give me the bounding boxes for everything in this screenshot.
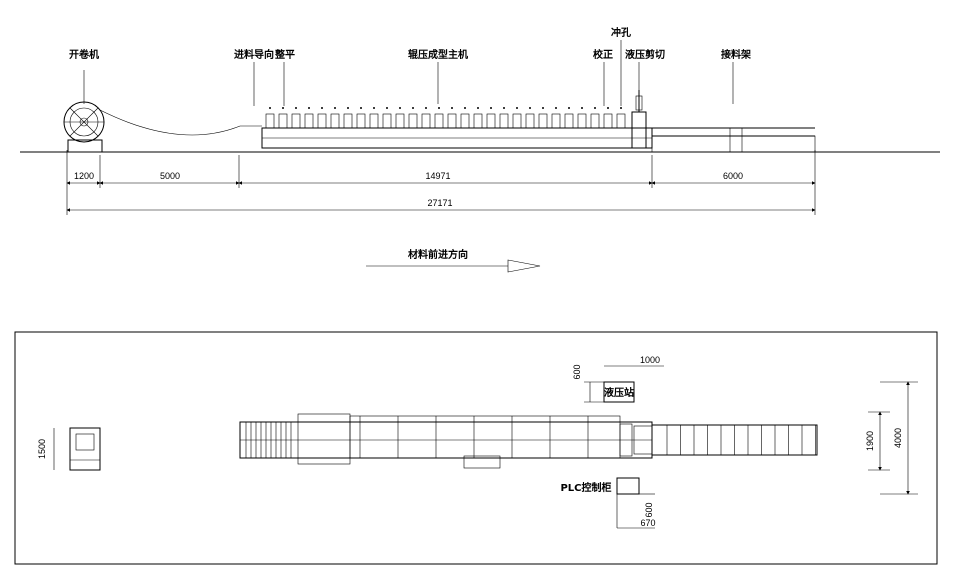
roller-stand [278, 113, 288, 129]
label-receiving-rack: 接料架 [721, 48, 751, 61]
main-machine [261, 90, 653, 149]
label-punch: 冲孔 [611, 26, 631, 39]
roller-dot [516, 107, 518, 109]
roller-dot [451, 107, 453, 109]
roller-dot [581, 107, 583, 109]
label-plc-cabinet: PLC控制柜 [560, 481, 611, 494]
label-hydraulic-cut: 液压剪切 [625, 48, 665, 61]
roller-stand [512, 113, 522, 129]
roller-stand [564, 113, 574, 129]
roller-stand [265, 113, 275, 129]
plan-view: 1500 1000 600 液压站 [14, 331, 938, 565]
dim-plc-width: 670 [640, 518, 655, 528]
roller-stand [369, 113, 379, 129]
roller-stand [291, 113, 301, 129]
roller-dot [321, 107, 323, 109]
strip [99, 109, 262, 136]
roller-dot [542, 107, 544, 109]
decoiler-plan: 1500 [37, 427, 101, 471]
dim-4000: 4000 [893, 428, 903, 448]
roller-stand [408, 113, 418, 129]
roller-dot [334, 107, 336, 109]
roller-dot [594, 107, 596, 109]
elevation-view: 开卷机 进料导向 整平 辊压成型主机 冲孔 校正 液压剪切 接料架 1200 5… [20, 26, 940, 273]
dim-14971: 14971 [425, 171, 450, 181]
right-dimensions: 1900 4000 [865, 381, 918, 495]
dim-hs-height: 600 [572, 364, 582, 379]
roller-dot [464, 107, 466, 109]
roller-dot [295, 107, 297, 109]
dim-total: 27171 [427, 198, 452, 208]
dim-5000: 5000 [160, 171, 180, 181]
rack-plan [651, 424, 818, 456]
plan-border [14, 331, 938, 565]
label-roll-former: 辊压成型主机 [408, 48, 468, 61]
roller-dot [425, 107, 427, 109]
roller-dot [477, 107, 479, 109]
roller-dot [373, 107, 375, 109]
roller-dot [438, 107, 440, 109]
roller-dot [607, 107, 609, 109]
roller-stand [486, 113, 496, 129]
hydraulic-station: 1000 600 液压站 [572, 355, 664, 403]
roller-stand [343, 113, 353, 129]
dim-1900: 1900 [865, 431, 875, 451]
roller-stand [551, 113, 561, 129]
roller-dot [282, 107, 284, 109]
plc-cabinet: PLC控制柜 600 670 [560, 477, 656, 529]
roller-dot [347, 107, 349, 109]
roller-stand [395, 113, 405, 129]
label-direction: 材料前进方向 [408, 248, 468, 261]
roller-stand [473, 113, 483, 129]
dim-6000: 6000 [723, 171, 743, 181]
label-leveling: 整平 [274, 48, 295, 61]
roller-stand [356, 113, 366, 129]
dim-plc-height: 600 [644, 502, 654, 517]
roller-dot [620, 107, 622, 109]
roller-stand [421, 113, 431, 129]
roller-stand [616, 113, 626, 129]
label-hydraulic-station: 液压站 [604, 386, 634, 399]
roller-dot [399, 107, 401, 109]
decoiler [63, 70, 105, 153]
roller-dot [308, 107, 310, 109]
roller-stand [460, 113, 470, 129]
roller-dot [490, 107, 492, 109]
roller-stand [499, 113, 509, 129]
dim-1200: 1200 [74, 171, 94, 181]
roller-dot [568, 107, 570, 109]
roller-dot [529, 107, 531, 109]
machine-plan [239, 413, 653, 469]
roller-stand [447, 113, 457, 129]
roller-stand [525, 113, 535, 129]
roller-dot [386, 107, 388, 109]
roller-dot [269, 107, 271, 109]
roller-dot [503, 107, 505, 109]
roller-stand [434, 113, 444, 129]
roller-dot [555, 107, 557, 109]
label-straighten: 校正 [593, 48, 613, 61]
roller-stand [538, 113, 548, 129]
roller-stand [304, 113, 314, 129]
roller-stand [330, 113, 340, 129]
roller-stand [317, 113, 327, 129]
roller-dot [412, 107, 414, 109]
dimension-row: 1200 5000 14971 6000 27171 [66, 150, 816, 215]
dim-1500: 1500 [37, 439, 47, 459]
direction-arrow: 材料前进方向 [366, 248, 541, 273]
roller-dot [360, 107, 362, 109]
dim-hs-width: 1000 [640, 355, 660, 365]
label-decoiler: 开卷机 [69, 48, 99, 61]
roller-stand [603, 113, 613, 129]
label-feed-guide: 进料导向 [234, 48, 274, 61]
roller-stand [577, 113, 587, 129]
roller-stand [590, 113, 600, 129]
roller-stand [382, 113, 392, 129]
receiving-rack [651, 127, 816, 153]
